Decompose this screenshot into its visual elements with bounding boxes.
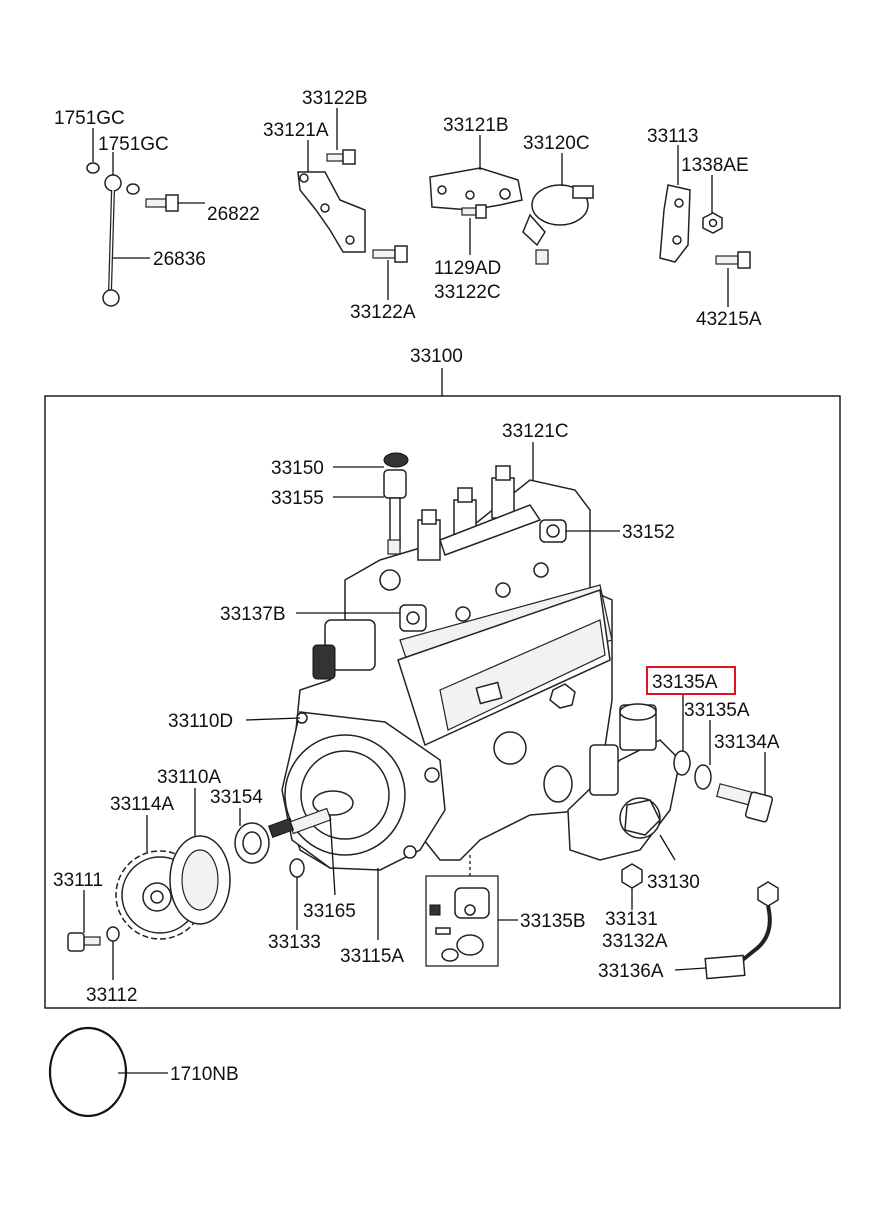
- label-33131: 33131: [605, 909, 658, 930]
- filter-housing-33130[interactable]: [567, 703, 681, 861]
- bolt-33111[interactable]: [67, 932, 101, 952]
- shaft-33165[interactable]: [267, 790, 354, 839]
- washer-33135A-b[interactable]: [694, 764, 712, 790]
- label-33137B: 33137B: [220, 604, 286, 625]
- bracket-33113[interactable]: [659, 184, 691, 263]
- gear-33110A[interactable]: [115, 835, 231, 940]
- label-33152: 33152: [622, 522, 675, 543]
- valve-kit-33135B[interactable]: [425, 875, 499, 967]
- label-1751GC-b: 1751GC: [98, 134, 169, 155]
- label-33100: 33100: [410, 346, 463, 367]
- label-1751GC-a: 1751GC: [54, 108, 125, 129]
- delivery-valves-33121C[interactable]: [417, 465, 542, 561]
- washer-33112[interactable]: [106, 926, 120, 942]
- oring-33133[interactable]: [289, 858, 305, 878]
- bolt-43215A[interactable]: [715, 251, 751, 269]
- label-33122B: 33122B: [302, 88, 368, 109]
- bolt-26822[interactable]: [145, 194, 179, 212]
- label-33134A: 33134A: [714, 732, 780, 753]
- label-33122A: 33122A: [350, 302, 416, 323]
- label-33110D: 33110D: [168, 711, 233, 732]
- oring-33131-area[interactable]: [543, 683, 576, 803]
- label-26836: 26836: [153, 249, 206, 270]
- label-33135A: 33135A: [684, 700, 750, 721]
- label-33113: 33113: [647, 126, 698, 147]
- label-33112: 33112: [86, 985, 137, 1006]
- label-33132A: 33132A: [602, 931, 668, 952]
- label-43215A: 43215A: [696, 309, 762, 330]
- seal-33154[interactable]: [234, 822, 270, 864]
- label-33121A: 33121A: [263, 120, 329, 141]
- bolt-33122A[interactable]: [372, 245, 408, 263]
- label-33115A: 33115A: [340, 946, 404, 967]
- label-33135B: 33135B: [520, 911, 586, 932]
- stud-33155[interactable]: [383, 469, 407, 555]
- label-33111: 33111: [53, 870, 103, 891]
- label-33165: 33165: [303, 901, 356, 922]
- nut-33131[interactable]: [621, 863, 643, 889]
- washer-33135A-a[interactable]: [673, 750, 691, 776]
- label-1710NB: 1710NB: [170, 1064, 239, 1085]
- label-33133: 33133: [268, 932, 321, 953]
- label-26822: 26822: [207, 204, 260, 225]
- bracket-33121A[interactable]: [297, 171, 366, 253]
- bolt-33122B[interactable]: [326, 149, 356, 165]
- fitting-33152[interactable]: [539, 519, 567, 543]
- washer-1751GC[interactable]: [126, 183, 140, 195]
- wire-33136A[interactable]: [704, 881, 779, 980]
- nut-1338AE[interactable]: [702, 212, 723, 234]
- label-1338AE: 1338AE: [681, 155, 749, 176]
- label-33121C: 33121C: [502, 421, 569, 442]
- bracket-33121B[interactable]: [429, 167, 523, 211]
- label-33136A: 33136A: [598, 961, 664, 982]
- oring-1710NB[interactable]: [48, 1026, 128, 1118]
- highlight-box-33135A: [646, 666, 736, 695]
- label-33121B: 33121B: [443, 115, 509, 136]
- label-33150: 33150: [271, 458, 324, 479]
- label-33110A: 33110A: [157, 767, 221, 788]
- label-33155: 33155: [271, 488, 324, 509]
- banjo-bolt-33134A[interactable]: [716, 783, 774, 823]
- fuel-line-26836[interactable]: [86, 162, 122, 307]
- screw-33150[interactable]: [383, 452, 409, 468]
- plug-33137B[interactable]: [399, 604, 427, 632]
- label-1129AD: 1129AD: [434, 258, 501, 279]
- label-33130: 33130: [647, 872, 700, 893]
- label-33122C: 33122C: [434, 282, 501, 303]
- label-33154: 33154: [210, 787, 263, 808]
- label-33114A: 33114A: [110, 794, 174, 815]
- label-33120C: 33120C: [523, 133, 590, 154]
- label-33135A-highlighted: 33135A: [652, 672, 718, 693]
- bolt-1129AD[interactable]: [461, 204, 487, 219]
- leader-lines: [83, 108, 766, 1074]
- actuator-33120C[interactable]: [522, 184, 594, 265]
